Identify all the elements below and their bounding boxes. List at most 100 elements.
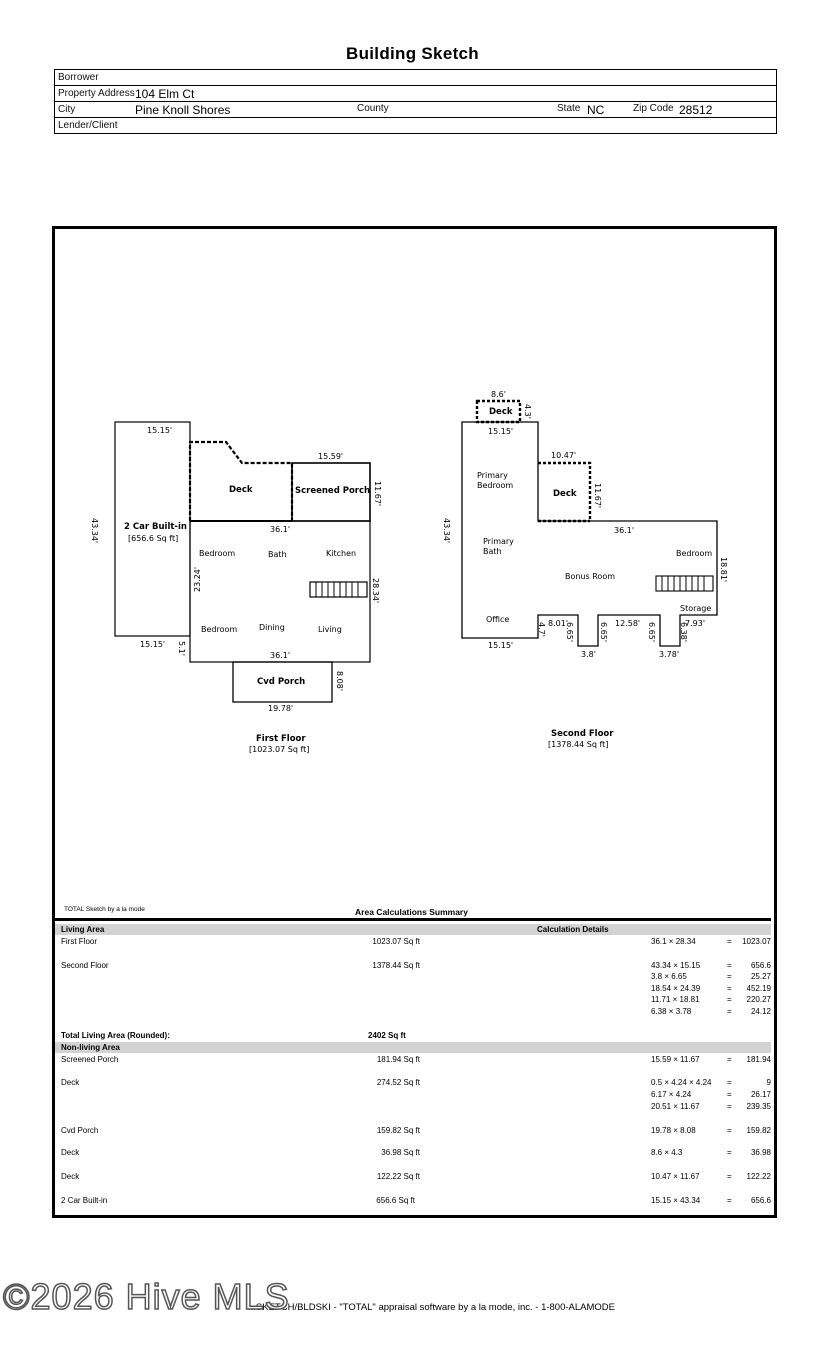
sf-dim-11-67: 11.67' [593, 483, 602, 509]
sketch-frame [52, 226, 777, 1218]
calc-result: 122.22 [746, 1172, 771, 1181]
sf-room-storage: Storage [680, 604, 712, 613]
sf-dim-6-65-b: 6.65' [599, 622, 608, 643]
second-floor-outline [461, 421, 718, 647]
ff-dim-23-24: 23.24' [193, 566, 202, 592]
ff-room-bedroom2: Bedroom [201, 625, 238, 634]
calc-eq: = [727, 1126, 732, 1135]
lender-row: Lender/Client [54, 117, 777, 134]
calc-eq: = [727, 1007, 732, 1016]
calc-eq: = [727, 1196, 732, 1205]
row-deck3-name: Deck [61, 1172, 80, 1181]
sf-dim-12-58: 12.58' [615, 619, 641, 628]
calc-eq: = [727, 984, 732, 993]
ff-dim-5-1: 5.1' [177, 641, 186, 656]
row-cvd-area: 159.82 Sq ft [376, 1126, 420, 1135]
calc-eq: = [727, 1172, 732, 1181]
calc-line: 6.17 × 4.24 [651, 1090, 692, 1099]
row-deck2-name: Deck [61, 1148, 80, 1157]
second-floor-area: [1378.44 Sq ft] [548, 740, 609, 749]
ff-room-bedroom1: Bedroom [199, 549, 236, 558]
sf-deck-mid-label: Deck [553, 489, 577, 499]
screened-porch-outline [291, 462, 371, 522]
calc-line: 15.59 × 11.67 [651, 1055, 700, 1064]
sketch-credit: TOTAL Sketch by a la mode [64, 906, 145, 913]
software-footer: ...SKETCH/BLDSKI - "TOTAL" appraisal sof… [248, 1302, 615, 1313]
calc-line: 8.6 × 4.3 [651, 1148, 683, 1157]
row-first-floor-area: 1023.07 Sq ft [372, 937, 420, 946]
stairs-first [309, 581, 368, 598]
calc-result: 159.82 [746, 1126, 771, 1135]
calc-eq: = [727, 961, 732, 970]
calc-result: 9 [766, 1078, 771, 1087]
living-area-heading: Living Area [61, 925, 105, 934]
ff-deck-label: Deck [229, 485, 253, 495]
ff-dim-screened-side: 11.67' [373, 481, 382, 507]
sf-room-primary-bedroom: Primary Bedroom [477, 471, 514, 490]
calc-result: 25.27 [750, 972, 771, 981]
ff-dim-36-bottom: 36.1' [270, 651, 291, 660]
ff-room-kitchen: Kitchen [326, 549, 357, 558]
ff-dim-36-top: 36.1' [270, 525, 291, 534]
calc-result: 181.94 [746, 1055, 771, 1064]
calc-line: 18.54 × 24.39 [651, 984, 701, 993]
state-value: NC [587, 103, 605, 117]
mls-watermark: ©2026 Hive MLS [2, 1275, 290, 1318]
calc-line: 11.71 × 18.81 [651, 995, 700, 1004]
non-living-heading: Non-living Area [61, 1043, 120, 1052]
sf-dim-8-01: 8.01' [548, 619, 569, 628]
address-value: 104 Elm Ct [135, 87, 195, 101]
sf-dim-6-65-c: 6.65' [647, 622, 656, 643]
row-deck1-name: Deck [61, 1078, 80, 1087]
sf-dim-43-34: 43.34' [442, 518, 451, 544]
ff-dim-garage-bottom: 15.15' [140, 640, 166, 649]
sf-dim-7-93: 7.93' [685, 619, 706, 628]
calc-result: 36.98 [750, 1148, 771, 1157]
sf-dim-6-65-a: 6.65' [565, 622, 574, 643]
first-deck-outline [188, 440, 294, 521]
calc-result: 656.6 [750, 961, 771, 970]
cvd-porch-label: Cvd Porch [257, 677, 306, 687]
row-garage-name: 2 Car Built-in [61, 1196, 108, 1205]
non-living-band [55, 1042, 771, 1053]
row-deck1-area: 274.52 Sq ft [376, 1078, 420, 1087]
calc-result: 26.17 [750, 1090, 771, 1099]
sf-dim-15-15-bottom: 15.15' [488, 641, 514, 650]
screened-porch-label: Screened Porch [295, 486, 371, 496]
second-floor-label: Second Floor [551, 729, 614, 739]
second-deck-mid-outline [538, 461, 592, 521]
calc-line: 10.47 × 11.67 [651, 1172, 700, 1181]
garage-area: [656.6 Sq ft] [128, 534, 179, 543]
state-label: State [557, 103, 581, 114]
sf-dim-4-7: 4.7' [537, 622, 546, 637]
sf-dim-18-81: 18.81' [719, 557, 728, 583]
ff-room-bath: Bath [268, 550, 287, 559]
county-label: County [357, 103, 389, 114]
second-deck-top-outline [475, 399, 522, 424]
calc-result: 239.35 [746, 1102, 771, 1111]
total-living-value: 2402 Sq ft [368, 1031, 406, 1040]
row-second-floor-name: Second Floor [61, 961, 109, 970]
row-screened-area: 181.94 Sq ft [376, 1055, 420, 1064]
sf-room-bedroom: Bedroom [676, 549, 713, 558]
ff-dim-garage-side: 43.34' [90, 518, 99, 544]
calc-line: 43.34 × 15.15 [651, 961, 701, 970]
cvd-porch-outline [232, 661, 333, 703]
city-label: City [58, 104, 76, 115]
calc-eq: = [727, 995, 732, 1004]
summary-divider [55, 918, 771, 921]
sf-dim-10-47: 10.47' [551, 451, 577, 460]
row-cvd-name: Cvd Porch [61, 1126, 99, 1135]
calc-result: 1023.07 [742, 937, 771, 946]
sf-dim-36-1: 36.1' [614, 526, 635, 535]
living-area-band [55, 924, 771, 935]
sf-dim-3-78: 3.78' [659, 650, 680, 659]
sf-room-primary-bath: Primary Bath [483, 537, 514, 556]
stairs-second [655, 575, 714, 592]
ff-room-dining: Dining [259, 623, 285, 632]
zip-label: Zip Code [633, 103, 674, 114]
ff-room-living: Living [318, 625, 342, 634]
calc-eq: = [727, 1078, 732, 1087]
sf-dim-6-38: 6.38' [679, 622, 688, 643]
